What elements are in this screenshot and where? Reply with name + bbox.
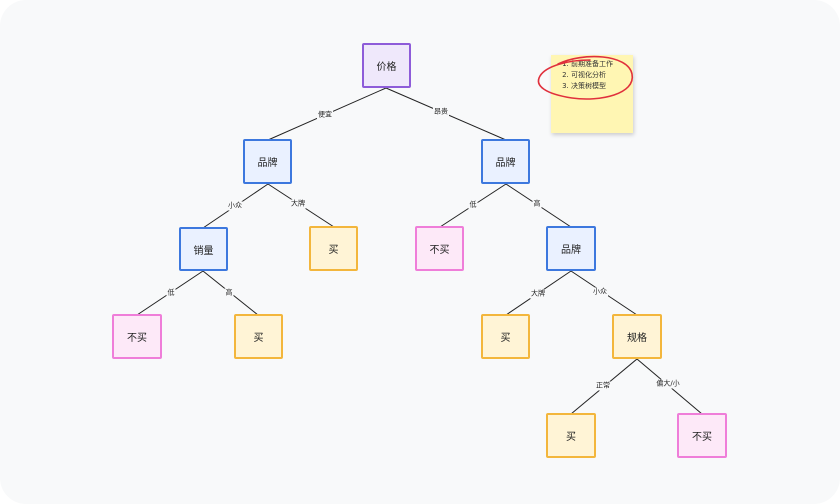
edge-label-expensive: 昂贵	[433, 107, 449, 117]
red-scribble-icon	[537, 55, 633, 100]
edge-label-normal: 正常	[595, 381, 611, 391]
node-buy-normal[interactable]: 买	[546, 413, 596, 458]
node-buy-high-sales[interactable]: 买	[234, 314, 283, 359]
edge-label-low-2: 低	[166, 288, 176, 298]
note-list: 前期准备工作 可视化分析 决策树模型	[551, 55, 633, 92]
node-no-buy-size[interactable]: 不买	[677, 413, 727, 458]
sticky-note[interactable]: 前期准备工作 可视化分析 决策树模型	[551, 55, 633, 133]
node-spec[interactable]: 规格	[612, 314, 662, 359]
edge-label-high-2: 高	[224, 288, 234, 298]
edge-label-niche: 小众	[227, 201, 243, 211]
node-brand-second[interactable]: 品牌	[546, 226, 596, 271]
note-item: 前期准备工作	[571, 59, 633, 70]
edge-label-low: 低	[468, 200, 478, 210]
node-brand-right[interactable]: 品牌	[481, 139, 530, 184]
node-brand-left[interactable]: 品牌	[243, 139, 292, 184]
edge-label-too-big-small: 偏大/小	[655, 379, 681, 389]
edge-label-high: 高	[532, 199, 542, 209]
note-item: 决策树模型	[571, 81, 633, 92]
node-sales[interactable]: 销量	[179, 227, 228, 271]
node-price[interactable]: 价格	[362, 43, 411, 88]
edge-label-big-brand: 大牌	[290, 199, 306, 209]
note-item: 可视化分析	[571, 70, 633, 81]
edge-label-big-brand-2: 大牌	[530, 289, 546, 299]
edge-label-niche-2: 小众	[592, 287, 608, 297]
node-no-buy-low-price[interactable]: 不买	[415, 226, 464, 271]
node-no-buy-low-sales[interactable]: 不买	[112, 314, 162, 359]
node-buy-big-brand-2[interactable]: 买	[481, 314, 530, 359]
node-buy-big-brand[interactable]: 买	[309, 226, 358, 271]
edge-label-cheap: 便宜	[317, 110, 333, 120]
